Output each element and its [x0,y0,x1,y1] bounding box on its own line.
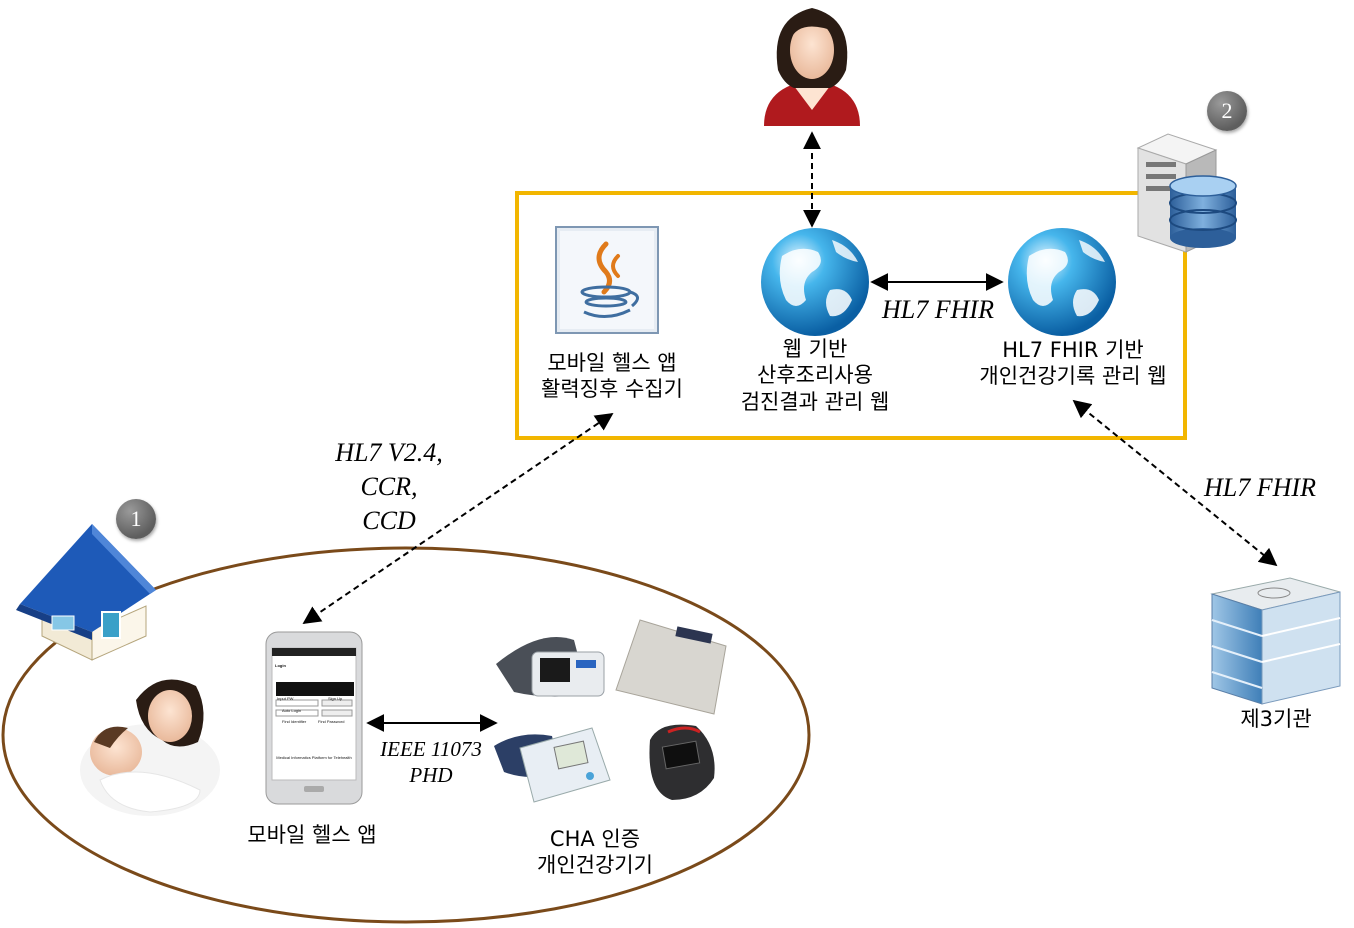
postnatal-web-label-line3: 검진결과 관리 웹 [740,389,890,414]
weight-scale-icon [615,619,727,715]
phone-signup-button[interactable]: Sign Up [328,696,343,702]
phr-web-label-line2: 개인건강기록 관리 웹 [979,364,1167,389]
phone-auto-login[interactable]: Auto Login [282,708,302,714]
protocol-label-mobile-line2: CCR, [360,471,418,501]
blood-pressure-monitor-icon [494,727,611,803]
java-app-label-line1: 모바일 헬스 앱 [547,351,677,375]
protocol-label-mobile-collector: HL7 V2.4, CCR, CCD [314,436,464,537]
phone-find-id-button[interactable]: Find Identifier [282,719,307,725]
protocol-label-web-web: HL7 FHIR [882,295,994,324]
java-app-label: 모바일 헬스 앱 활력징후 수집기 [527,350,697,403]
postnatal-web-label: 웹 기반 산후조리사용 검진결과 관리 웹 [715,336,915,415]
phone-find-pw-button[interactable]: Find Password [318,719,345,725]
phone-login-title: Login [275,663,286,668]
protocol-label-third-party: HL7 FHIR [1204,473,1316,502]
blood-pressure-monitor-icon [496,637,605,697]
phone-footer: Medical Informatics Platform for Telehea… [276,755,352,761]
devices-label: CHA 인증 개인건강기기 [510,826,680,879]
smartphone-icon [265,631,363,805]
phr-web-label-line1: HL7 FHIR 기반 [1002,338,1144,362]
mother-baby-image [80,679,220,816]
postnatal-web-label-line2: 산후조리사용 [757,363,873,388]
devices-label-line1: CHA 인증 [549,827,641,851]
third-party-label: 제3기관 [1240,707,1312,731]
java-icon [555,226,659,334]
devices-label-line2: 개인건강기기 [537,853,653,878]
phr-web-label: HL7 FHIR 기반 개인건강기록 관리 웹 [958,337,1188,390]
globe-icon [1008,228,1116,336]
phone-pw-input[interactable]: Input PW [277,696,294,702]
step-badge-1: 1 [116,499,156,539]
protocol-label-ieee: IEEE 11073 PHD [366,736,496,789]
phone-login-button[interactable]: Login [330,686,340,692]
arrow-mobile-collector [302,412,614,625]
server-database-icon [1136,133,1237,253]
person-icon [764,8,860,126]
step-badge-2: 2 [1207,91,1247,131]
system-box [515,191,1187,440]
java-app-label-line2: 활력징후 수집기 [541,377,683,402]
protocol-label-ieee-line2: PHD [409,763,453,788]
mobile-app-label: 모바일 헬스 앱 [247,823,377,847]
pulse-oximeter-icon [649,724,715,800]
phone-id-input[interactable]: Input ID [277,686,292,692]
hospital-building-icon [1210,577,1341,705]
protocol-label-ieee-line1: IEEE 11073 [380,737,482,761]
arrow-phr-third-party [1072,399,1278,567]
house-icon [16,524,156,661]
postnatal-web-label-line1: 웹 기반 [782,337,848,361]
globe-icon [761,228,869,336]
protocol-label-mobile-line3: CCD [362,505,416,535]
protocol-label-mobile-line1: HL7 V2.4, [335,438,443,467]
phone-screen: Login Please enter your ID and PW that a… [272,657,356,761]
phone-login-prompt: Please enter your ID and PW that are use… [280,672,348,683]
